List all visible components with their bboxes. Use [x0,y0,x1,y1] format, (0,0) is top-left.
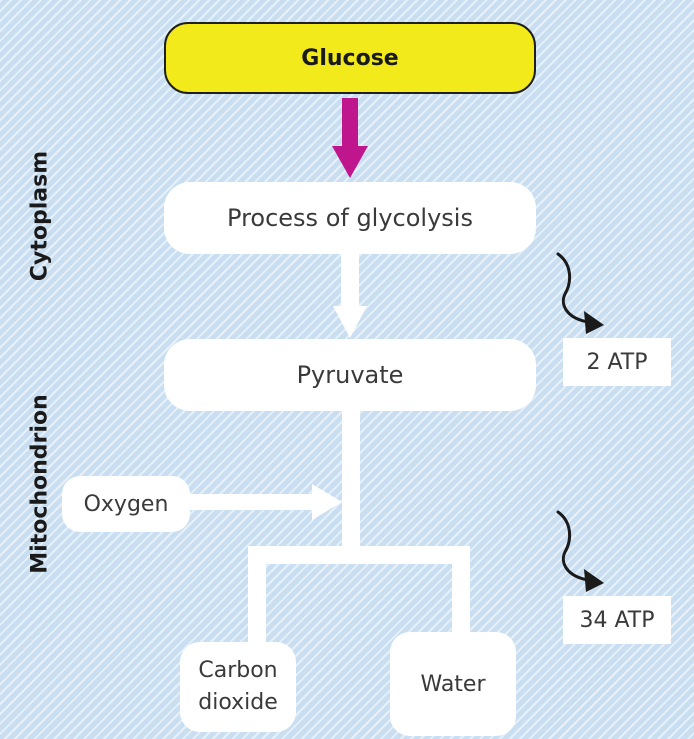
oxygen-label: Oxygen [83,491,169,517]
mitochondrion-region-label: Mitochondrion [27,394,53,574]
pyruvate-stem [342,408,360,548]
oxygen-box: Oxygen [62,476,190,532]
glycolysis-arrow [333,252,367,338]
atp-arrow-2 [556,510,604,592]
atp-34-text: 34 ATP [579,607,655,633]
water-label: Water [420,671,486,697]
glycolysis-box: Process of glycolysis [164,182,536,254]
atp-glycolysis-label: 2 ATP [563,338,671,386]
oxygen-arrow [188,484,342,520]
glucose-box: Glucose [164,22,536,94]
atp-arrow-1 [556,252,604,334]
water-box: Water [390,632,516,736]
pyruvate-box: Pyruvate [164,339,536,411]
pyruvate-label: Pyruvate [296,361,404,389]
products-branch [248,546,470,644]
atp-mitochondrion-label: 34 ATP [563,596,671,644]
glycolysis-label: Process of glycolysis [227,204,473,232]
glucose-label: Glucose [301,45,399,71]
carbon-dioxide-box: Carbon dioxide [180,642,296,732]
cytoplasm-region-label: Cytoplasm [27,150,53,282]
carbon-dioxide-label: Carbon dioxide [198,658,278,715]
atp-2-text: 2 ATP [586,349,648,375]
glucose-arrow [332,98,368,178]
